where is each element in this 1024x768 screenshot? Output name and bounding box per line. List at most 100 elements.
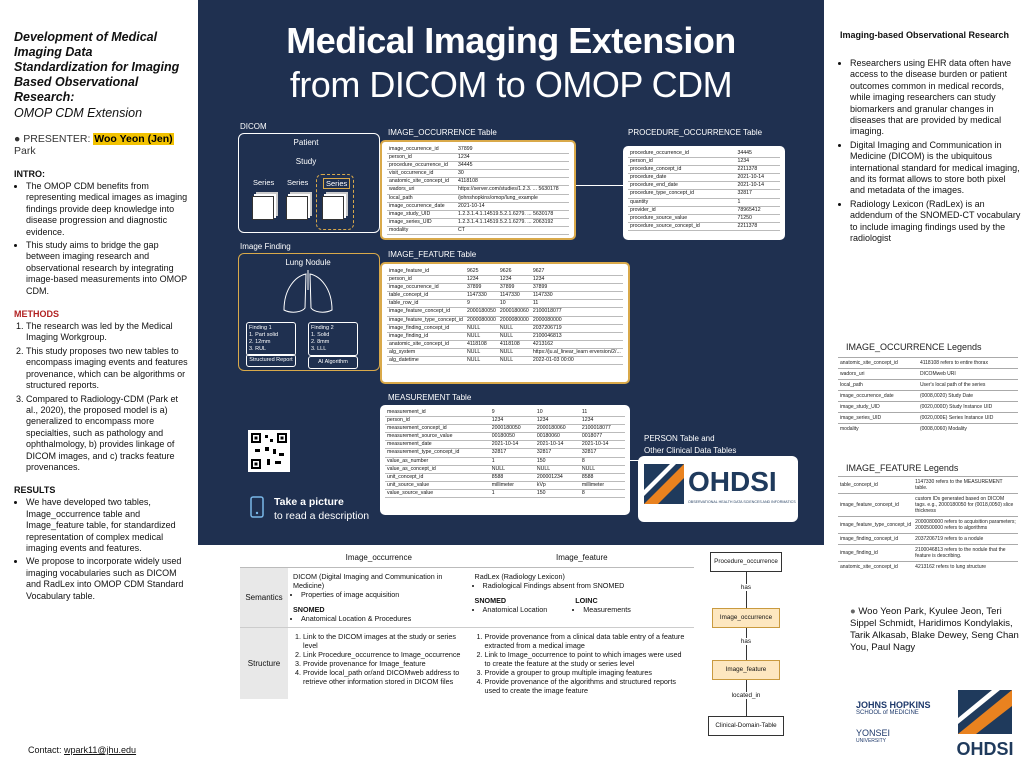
- table-cell: 37899: [465, 283, 498, 293]
- table-cell: 1234: [579, 416, 625, 426]
- results-list: We have developed two tables, Image_occu…: [14, 497, 188, 602]
- read-description: to read a description: [274, 510, 370, 522]
- table-cell: 00180050: [489, 432, 535, 442]
- table-cell: value_source_value: [385, 489, 490, 499]
- list-item: The research was led by the Medical Imag…: [26, 321, 188, 344]
- table-cell: 00180060: [534, 432, 580, 442]
- ohdsi-mark-icon: [644, 464, 684, 504]
- table-cell: NULL: [465, 356, 498, 366]
- table-cell: NULL: [497, 348, 531, 358]
- procedure-occurrence-title: PROCEDURE_OCCURRENCE Table: [628, 128, 763, 137]
- table-cell: 9: [489, 409, 535, 418]
- table-cell: (0008,0020) Study Date: [917, 390, 1018, 402]
- table-cell: procedure_occurrence_id: [628, 150, 736, 159]
- flow-clinical-domain-table: Clinical-Domain-Table: [708, 716, 784, 736]
- table-cell: 37899: [456, 146, 569, 155]
- lungs-icon: [283, 270, 333, 313]
- contact-email-link[interactable]: wpark11@jhu.edu: [64, 745, 137, 755]
- table-cell: 71250: [735, 214, 780, 223]
- table-cell: image_feature_type_concept_id: [387, 316, 465, 325]
- table-cell: anatomic_site_concept_id: [387, 177, 457, 187]
- table-cell: 10: [534, 409, 580, 418]
- table-cell: 2000180050: [489, 424, 535, 434]
- table-cell: 1: [735, 198, 780, 207]
- table-cell: measurement_id: [385, 409, 490, 418]
- table-cell: anatomic_site_concept_id: [838, 561, 914, 572]
- table-cell: 2000080000: [530, 316, 623, 325]
- qr-code[interactable]: [248, 430, 290, 472]
- main-title: Medical Imaging Extension: [286, 20, 736, 61]
- poster-title: Development of Medical Imaging Data Stan…: [14, 30, 180, 104]
- table-cell: image_finding_concept_id: [838, 533, 914, 545]
- table-cell: 9: [465, 299, 498, 309]
- table-cell: 37899: [497, 283, 531, 293]
- table-cell: 2000180060: [534, 424, 580, 434]
- ohdsi-mark-icon: [958, 690, 1012, 734]
- table-cell: 2100046813 refers to the nodule that the…: [913, 544, 1018, 562]
- table-cell: procedure_type_concept_id: [628, 189, 736, 199]
- table-cell: 1234: [465, 275, 498, 285]
- table-cell: table_concept_id: [387, 291, 465, 301]
- legend2-title: IMAGE_FEATURE Legends: [846, 463, 959, 473]
- structured-report: Structured Report: [246, 354, 296, 367]
- center-panel: Medical Imaging Extension from DICOM to …: [198, 0, 824, 545]
- table-cell: 2022-01-03 00:00: [530, 356, 623, 366]
- corner-cell: [240, 548, 288, 568]
- table-cell: NULL: [497, 356, 531, 366]
- table-cell: alg_datetime: [387, 356, 465, 366]
- table-cell: unit_source_value: [385, 481, 490, 490]
- table-cell: DICOMweb URI: [917, 368, 1018, 380]
- flow-label: located_in: [716, 692, 776, 699]
- legend-row: image_occurrence_date(0008,0020) Study D…: [838, 390, 1018, 402]
- table-cell: measurement_type_concept_id: [385, 448, 490, 458]
- row-header: Semantics: [240, 567, 288, 628]
- table-cell: https://ju.al_linear_learn erversion/2/.…: [530, 348, 623, 358]
- table-cell: NULL: [497, 332, 531, 341]
- table-cell: provider_id: [628, 206, 736, 215]
- authors: ● Woo Yeon Park, Kyulee Jeon, Teri Sippe…: [850, 606, 1019, 653]
- table-cell: procedure_source_concept_id: [628, 222, 736, 231]
- table-cell: 1234: [489, 416, 535, 426]
- table-cell: 2000080000: [465, 316, 498, 325]
- table-cell: person_id: [387, 275, 465, 285]
- poster-subtitle: OMOP CDM Extension: [14, 106, 143, 120]
- table-cell: table_row_id: [387, 299, 465, 309]
- list-item: Compared to Radiology-CDM (Park et al., …: [26, 394, 188, 474]
- table-cell: 4213162 refers to lung structure: [913, 561, 1018, 572]
- lung-nodule-label: Lung Nodule: [285, 258, 331, 267]
- methods-list: The research was led by the Medical Imag…: [14, 321, 188, 473]
- flow-label: has: [716, 638, 776, 645]
- table-cell: NULL: [534, 465, 580, 474]
- table-cell: unit_concept_id: [385, 473, 490, 482]
- table-cell: NULL: [465, 324, 498, 333]
- list-item: We propose to incorporate widely used im…: [26, 556, 188, 602]
- table-cell: 0018077: [579, 432, 625, 442]
- table-cell: image_occurrence_date: [387, 202, 457, 211]
- table-cell: NULL: [497, 324, 531, 333]
- study-label: Study: [295, 157, 317, 166]
- table-cell: local_path: [838, 379, 918, 391]
- list-item: Researchers using EHR data often have ac…: [850, 58, 1022, 138]
- table-cell: image_occurrence_date: [838, 390, 918, 402]
- yonsei-logo: YONSEI UNIVERSITY: [856, 728, 891, 744]
